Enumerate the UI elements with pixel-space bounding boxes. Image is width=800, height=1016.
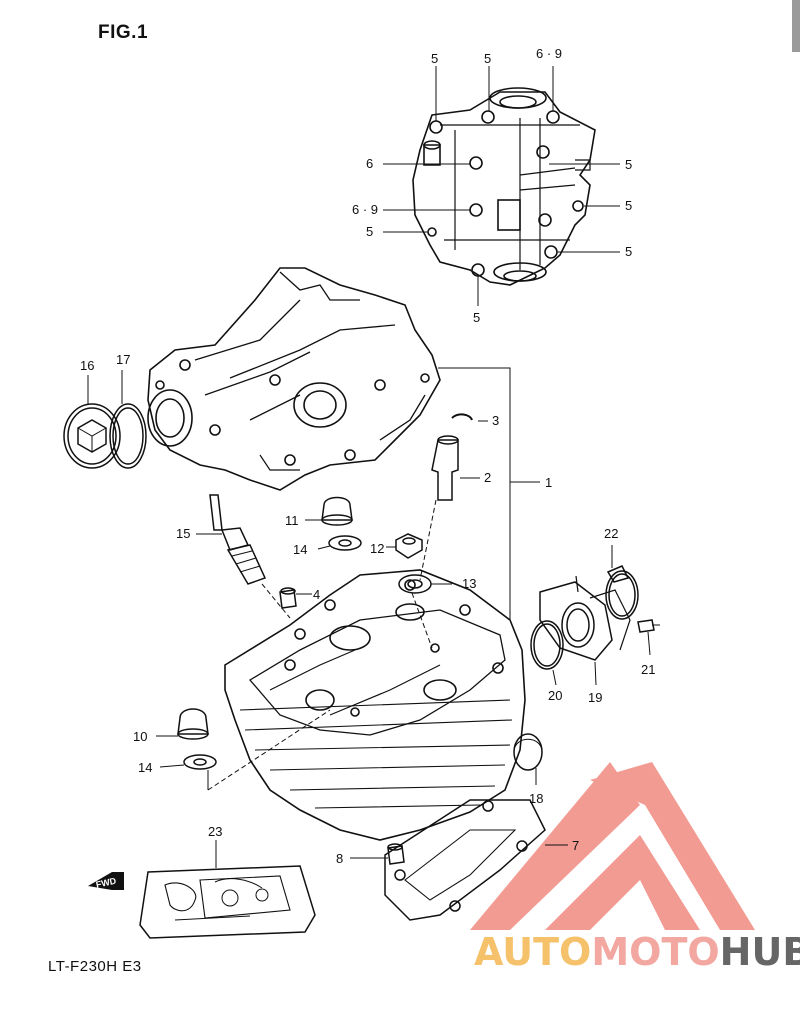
part-label: 12	[370, 541, 384, 556]
model-code: LT-F230H E3	[48, 958, 142, 975]
watermark-text: AUTOMOTOHUB	[474, 930, 800, 974]
part-label: 22	[604, 526, 618, 541]
part-label: 18	[529, 791, 543, 806]
part-label: 21	[641, 662, 655, 677]
fwd-arrow-text: FWD	[95, 876, 118, 890]
nuts-and-washers	[156, 496, 452, 770]
camshaft-housing	[147, 267, 441, 491]
part-label: 5	[366, 224, 373, 239]
part-label: 17	[116, 352, 130, 367]
part-label: 10	[133, 729, 147, 744]
part-label: 8	[336, 851, 343, 866]
part-label: 20	[548, 688, 562, 703]
assembly-bracket	[438, 367, 540, 620]
part-label: 3	[492, 413, 499, 428]
part-label: 13	[462, 576, 476, 591]
gasket-set-bag	[139, 840, 316, 939]
part-label: 5	[625, 157, 632, 172]
part-label: 11	[285, 513, 299, 528]
part-label: 16	[80, 358, 94, 373]
part-label: 1	[545, 475, 552, 490]
part-label: 5	[431, 51, 438, 66]
scan-edge-strip	[792, 0, 800, 52]
part-label: 7	[572, 838, 579, 853]
fwd-arrow-icon: FWD	[88, 872, 124, 890]
part-label: 23	[208, 824, 222, 839]
part-label: 2	[484, 470, 491, 485]
part-label: 15	[176, 526, 190, 541]
cylinder-head	[207, 499, 526, 841]
part-label: 6 · 9	[536, 46, 562, 61]
part-label: 5	[473, 310, 480, 325]
part-label: 5	[625, 198, 632, 213]
watermark-logo	[470, 762, 755, 930]
part-label: 6	[366, 156, 373, 171]
head-cover-leaders	[383, 66, 620, 306]
part-label: 6 · 9	[352, 202, 378, 217]
spark-plug	[196, 494, 291, 619]
part-label: 14	[138, 760, 152, 775]
cap-and-oring	[63, 370, 147, 469]
part-label: 19	[588, 690, 602, 705]
head-gasket	[384, 799, 568, 921]
dowel-pin	[350, 843, 405, 865]
valve-guide	[431, 413, 488, 501]
watermark-part3: HUB	[719, 930, 800, 974]
part-labels: 5 5 6 · 9 6 5 6 · 9 5 5 5 5 16 17 3 2 1 …	[80, 46, 655, 866]
intake-pipe	[530, 545, 660, 686]
figure-title: FIG.1	[98, 22, 149, 43]
plug-cap	[513, 733, 543, 785]
part-label: 14	[293, 542, 307, 557]
part-label: 5	[484, 51, 491, 66]
watermark-part1: AUTO	[474, 930, 592, 974]
part-label: 4	[313, 587, 320, 602]
watermark-part2: MOTO	[591, 930, 720, 974]
head-cover	[412, 87, 596, 286]
part-label: 5	[625, 244, 632, 259]
